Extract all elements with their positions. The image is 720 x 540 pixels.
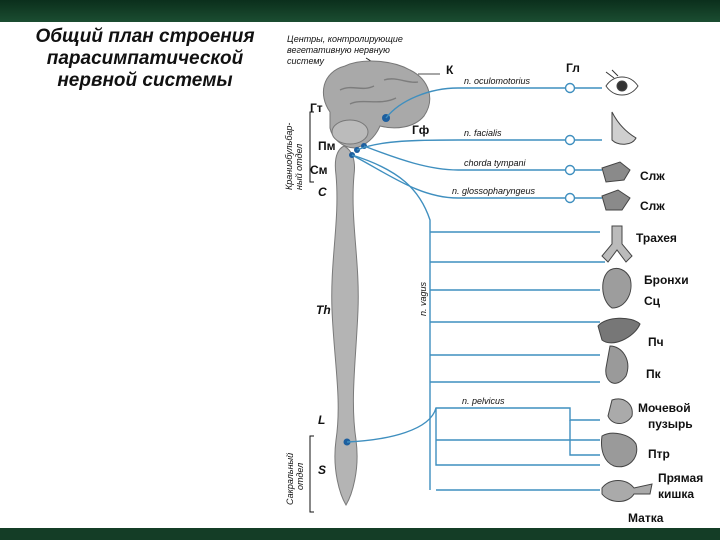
bladder-icon	[608, 399, 632, 424]
label-s: S	[318, 463, 326, 477]
label-l: L	[318, 413, 325, 427]
nerve-label-oculomotorius: n. oculomotorius	[464, 76, 531, 86]
label-sm: См	[310, 163, 328, 177]
label-th: Th	[316, 303, 331, 317]
organ-label-bladder-2: пузырь	[648, 417, 693, 431]
ganglion-pterygopalatine	[566, 136, 575, 145]
organ-label-pk: Пк	[646, 367, 662, 381]
organ-label-rectum-1: Прямая	[658, 471, 703, 485]
side-cranial-line-1: Краниобульбар-	[284, 123, 294, 190]
nerve-label-glosso: n. glossopharyngeus	[452, 186, 536, 196]
label-gt: Гт	[310, 101, 323, 115]
organ-label-trachea: Трахея	[636, 231, 677, 245]
nerve-label-facialis: n. facialis	[464, 128, 502, 138]
label-k: К	[446, 63, 454, 77]
organ-label-bronchi: Бронхи	[644, 273, 689, 287]
label-gf: Гф	[412, 123, 430, 137]
organ-label-bladder-1: Мочевой	[638, 401, 691, 415]
ganglion-ciliary	[566, 84, 575, 93]
organ-label-pch: Пч	[648, 335, 664, 349]
side-sacral-line-2: отдел	[295, 463, 305, 490]
organ-label-ptr: Птр	[648, 447, 670, 461]
organ-label-sc: Сц	[644, 294, 661, 308]
header-note-line-2: вегетативную нервную	[287, 45, 390, 55]
header-note-line-1: Центры, контролирующие	[287, 34, 403, 44]
header-note-line-3: систему	[287, 56, 324, 66]
side-sacral-line-1: Сакральный	[285, 453, 295, 505]
organ-label-gl: Гл	[566, 61, 580, 75]
nerve-label-chorda: chorda tympani	[464, 158, 527, 168]
ganglion-submandibular	[566, 166, 575, 175]
side-cranial-line-2: ный отдел	[294, 144, 304, 190]
label-c: C	[318, 185, 327, 199]
organ-label-slzh-2: Слж	[640, 199, 665, 213]
ganglion-otic	[566, 194, 575, 203]
nerve-label-pelvicus: n. pelvicus	[462, 396, 505, 406]
organ-label-slzh-1: Слж	[640, 169, 665, 183]
label-pm: Пм	[318, 139, 336, 153]
organ-label-rectum-2: кишка	[658, 487, 694, 501]
organ-label-uterus: Матка	[628, 511, 664, 525]
nerve-label-vagus: n. vagus	[418, 281, 428, 316]
